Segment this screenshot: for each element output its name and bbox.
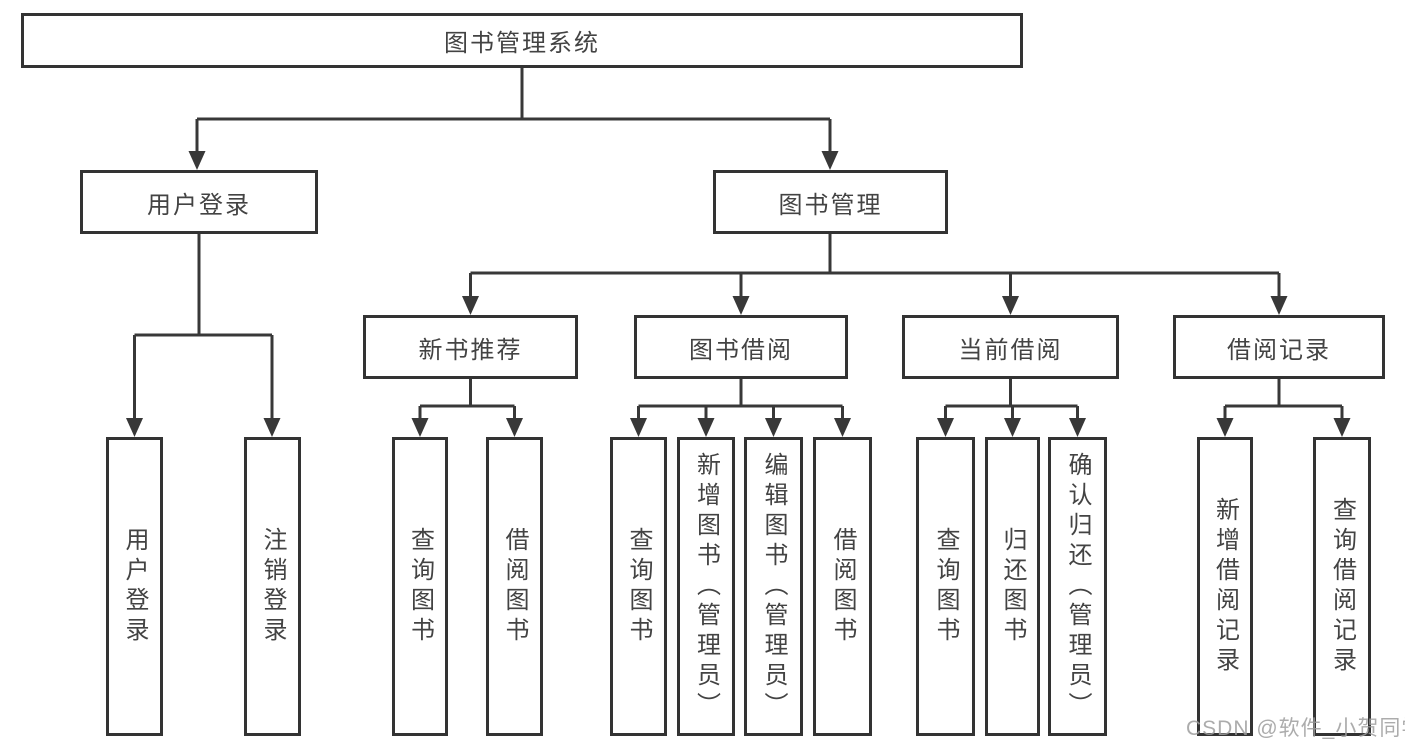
leaf-user-login: 用户登录 bbox=[106, 437, 163, 736]
leaf-logout-label: 注销登录 bbox=[259, 526, 286, 647]
node-book-borrowing-label: 图书借阅 bbox=[689, 336, 793, 364]
leaf-edit-book-admin-label: 编辑图书（管理员） bbox=[760, 451, 787, 722]
leaf-query-books-current: 查询图书 bbox=[916, 437, 975, 736]
leaf-query-books-recommend: 查询图书 bbox=[392, 437, 448, 736]
leaf-logout: 注销登录 bbox=[244, 437, 301, 736]
node-new-book-recommend: 新书推荐 bbox=[363, 315, 578, 379]
node-new-book-recommend-label: 新书推荐 bbox=[418, 336, 523, 364]
leaf-borrow-books-recommend-label: 借阅图书 bbox=[501, 526, 528, 647]
leaf-confirm-return-admin: 确认归还（管理员） bbox=[1048, 437, 1107, 736]
node-book-management: 图书管理 bbox=[713, 170, 948, 234]
node-user-login: 用户登录 bbox=[80, 170, 318, 234]
leaf-borrow-books-recommend: 借阅图书 bbox=[486, 437, 543, 736]
tree-edges bbox=[133, 68, 1344, 419]
node-current-borrowing: 当前借阅 bbox=[902, 315, 1119, 379]
leaf-borrow-books-borrowing: 借阅图书 bbox=[813, 437, 872, 736]
leaf-confirm-return-admin-label: 确认归还（管理员） bbox=[1064, 451, 1091, 722]
leaf-query-books-borrowing-label: 查询图书 bbox=[625, 526, 652, 647]
leaf-return-book-label: 归还图书 bbox=[999, 526, 1026, 647]
leaf-add-borrow-record: 新增借阅记录 bbox=[1197, 437, 1253, 736]
leaf-query-books-current-label: 查询图书 bbox=[932, 526, 959, 647]
leaf-user-login-label: 用户登录 bbox=[121, 526, 148, 647]
leaf-query-borrow-record: 查询借阅记录 bbox=[1313, 437, 1371, 736]
csdn-watermark: CSDN @软件_小贺同学 bbox=[1186, 717, 1405, 740]
node-user-login-label: 用户登录 bbox=[147, 191, 251, 219]
node-root: 图书管理系统 bbox=[21, 13, 1023, 68]
node-borrow-records-label: 借阅记录 bbox=[1227, 336, 1331, 364]
node-current-borrowing-label: 当前借阅 bbox=[958, 336, 1063, 364]
leaf-add-book-admin-label: 新增图书（管理员） bbox=[692, 451, 720, 722]
node-book-borrowing: 图书借阅 bbox=[634, 315, 848, 379]
leaf-query-borrow-record-label: 查询借阅记录 bbox=[1328, 496, 1356, 677]
leaf-add-borrow-record-label: 新增借阅记录 bbox=[1211, 496, 1239, 677]
leaf-query-books-borrowing: 查询图书 bbox=[610, 437, 667, 736]
node-book-management-label: 图书管理 bbox=[778, 191, 883, 219]
leaf-add-book-admin: 新增图书（管理员） bbox=[677, 437, 735, 736]
leaf-borrow-books-borrowing-label: 借阅图书 bbox=[829, 526, 856, 647]
leaf-return-book: 归还图书 bbox=[985, 437, 1040, 736]
arrowhead-icons bbox=[126, 151, 1351, 437]
leaf-query-books-recommend-label: 查询图书 bbox=[406, 526, 434, 647]
leaf-edit-book-admin: 编辑图书（管理员） bbox=[744, 437, 803, 736]
node-root-label: 图书管理系统 bbox=[444, 30, 600, 57]
node-borrow-records: 借阅记录 bbox=[1173, 315, 1385, 379]
